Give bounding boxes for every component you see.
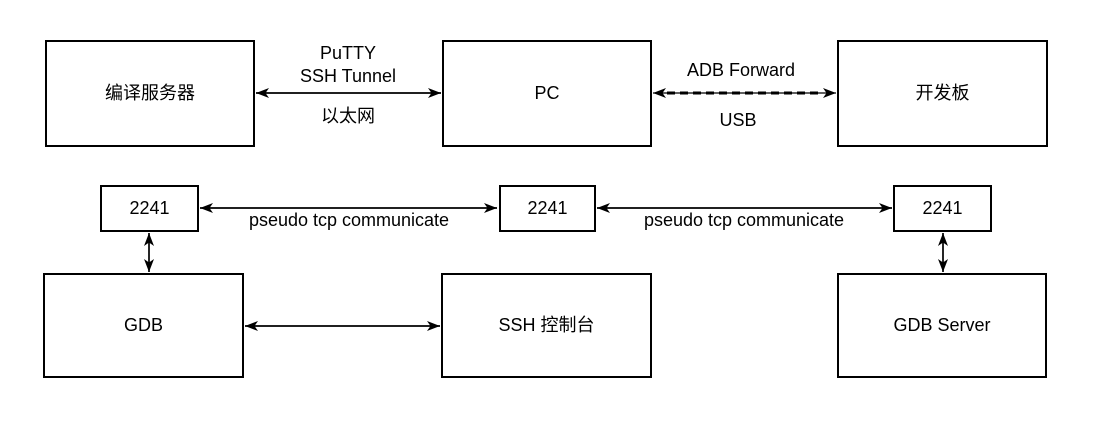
node-pc: PC <box>442 40 652 147</box>
edge-label-usb: USB <box>719 110 757 130</box>
edge-label-ethernet: 以太网 <box>321 106 375 126</box>
edge-label-pseudo-tcp-right: pseudo tcp communicate <box>643 210 845 230</box>
node-dev-board: 开发板 <box>837 40 1048 147</box>
edge-label-adb-forward: ADB Forward <box>686 60 796 80</box>
edge-label-putty: PuTTY <box>319 43 377 63</box>
node-gdb-server: GDB Server <box>837 273 1047 378</box>
node-port-2241-left: 2241 <box>100 185 199 232</box>
node-ssh-console: SSH 控制台 <box>441 273 652 378</box>
node-gdb: GDB <box>43 273 244 378</box>
node-compile-server: 编译服务器 <box>45 40 255 147</box>
node-port-2241-middle: 2241 <box>499 185 596 232</box>
edge-label-ssh-tunnel: SSH Tunnel <box>299 66 397 86</box>
node-port-2241-right: 2241 <box>893 185 992 232</box>
edge-label-pseudo-tcp-left: pseudo tcp communicate <box>248 210 450 230</box>
